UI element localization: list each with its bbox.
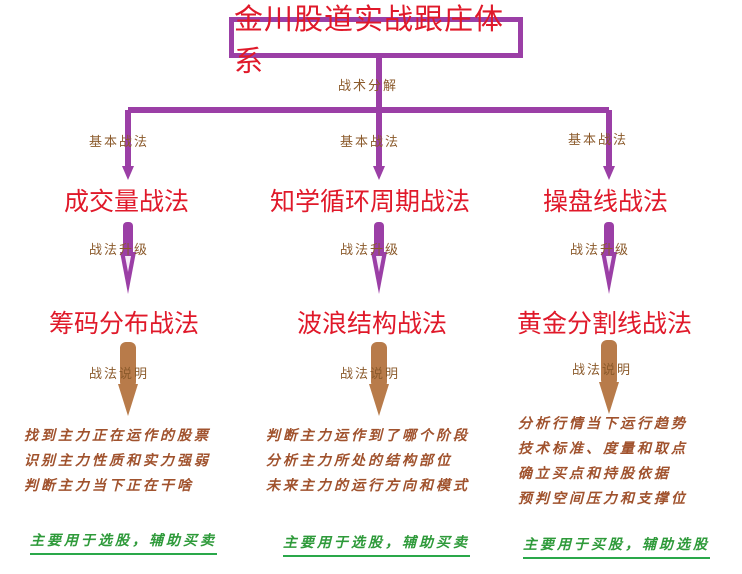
level2-node-3: 黄金分割线战法 — [517, 309, 693, 338]
base-label-1: 基本战法 — [89, 135, 150, 150]
base-arrowhead-1 — [122, 166, 134, 180]
upgrade-arrow-3 — [601, 222, 617, 294]
desc-line: 识别主力性质和实力强弱 — [24, 453, 211, 469]
upgrade-arrow-2 — [371, 222, 387, 294]
desc-line: 判断主力运作到了哪个阶段 — [266, 428, 470, 444]
desc-line: 找到主力正在运作的股票 — [24, 428, 211, 444]
explain-arrow-3 — [599, 340, 619, 414]
desc-line: 未来主力的运行方向和模式 — [266, 478, 470, 494]
level1-node-2: 知学循环周期战法 — [270, 187, 471, 216]
desc-line: 预判空间压力和支撑位 — [518, 491, 688, 507]
upgrade-label-3: 战法升级 — [570, 243, 631, 258]
usage-note-3: 主要用于买股，辅助选股 — [523, 534, 710, 559]
desc-line: 分析行情当下运行趋势 — [518, 416, 688, 432]
explain-arrow-1 — [118, 342, 138, 416]
level1-node-1: 成交量战法 — [64, 187, 190, 216]
desc-line: 分析主力所处的结构部位 — [266, 453, 453, 469]
base-arrowhead-2 — [373, 166, 385, 180]
upgrade-label-1: 战法升级 — [89, 243, 150, 258]
base-label-2: 基本战法 — [340, 135, 401, 150]
desc-line: 确立买点和持股依据 — [518, 466, 671, 482]
upgrade-arrow-1 — [120, 222, 136, 294]
usage-note-1: 主要用于选股，辅助买卖 — [30, 530, 217, 555]
system-title: 金川股道实战跟庄体系 — [229, 2, 523, 78]
desc-block-1: 找到主力正在运作的股票 识别主力性质和实力强弱 判断主力当下正在干啥 — [24, 424, 211, 499]
explain-label-2: 战法说明 — [340, 367, 401, 382]
top-branch-label: 战术分解 — [338, 79, 399, 94]
desc-line: 技术标准、度量和取点 — [518, 441, 688, 457]
desc-line: 判断主力当下正在干啥 — [24, 478, 194, 494]
level2-node-2: 波浪结构战法 — [297, 309, 448, 338]
level1-node-3: 操盘线战法 — [543, 187, 669, 216]
upgrade-label-2: 战法升级 — [340, 243, 401, 258]
base-label-3: 基本战法 — [568, 133, 629, 148]
usage-note-2: 主要用于选股，辅助买卖 — [283, 532, 470, 557]
explain-label-3: 战法说明 — [572, 363, 633, 378]
base-arrowhead-3 — [603, 166, 615, 180]
desc-block-2: 判断主力运作到了哪个阶段 分析主力所处的结构部位 未来主力的运行方向和模式 — [266, 424, 470, 499]
explain-label-1: 战法说明 — [89, 367, 150, 382]
desc-block-3: 分析行情当下运行趋势 技术标准、度量和取点 确立买点和持股依据 预判空间压力和支… — [518, 412, 688, 512]
explain-arrow-2 — [369, 342, 389, 416]
level2-node-1: 筹码分布战法 — [49, 309, 200, 338]
